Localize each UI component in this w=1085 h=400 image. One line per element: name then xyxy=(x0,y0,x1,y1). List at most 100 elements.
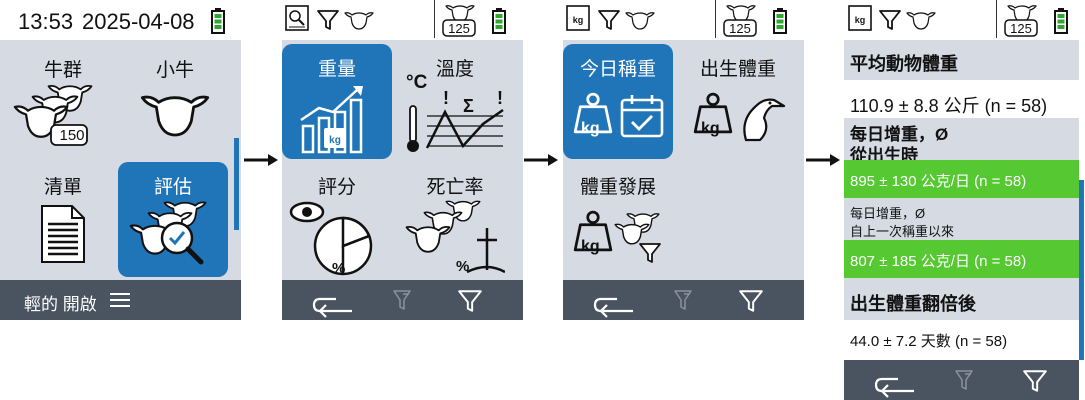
evaluation-grid: 重量 kg 溫度 °C ! Σ ! xyxy=(282,40,523,280)
percent-symbol: % xyxy=(332,260,346,277)
daily-gain-birth-title: 每日增重，Ø xyxy=(850,125,949,144)
daily-gain-last-value-text: 807 ± 185 公克/日 (n = 58) xyxy=(850,253,1027,270)
tile-birth-weight[interactable]: 出生體重 kg xyxy=(683,44,793,159)
daily-gain-last-title: 每日增重，Ø xyxy=(850,206,926,221)
menu-grid: 牛群 150 小牛 清單 xyxy=(0,40,241,280)
svg-text:kg: kg xyxy=(573,15,584,25)
daily-gain-birth-value-text: 895 ± 130 公克/日 (n = 58) xyxy=(850,173,1027,190)
light-toggle-button[interactable]: 輕的 開啟 xyxy=(24,295,97,314)
kg-label: kg xyxy=(581,120,600,137)
weight-stork-icon xyxy=(693,92,786,142)
cow-filter-icon xyxy=(906,9,936,31)
avg-weight-title: 平均動物體重 xyxy=(850,54,958,74)
scrollbar-results[interactable] xyxy=(1079,180,1084,360)
weight-chart-icon: kg xyxy=(300,86,363,154)
results-list: 平均動物體重 110.9 ± 8.8 公斤 (n = 58) 每日增重，Ø 從出… xyxy=(844,40,1079,360)
bottom-bar xyxy=(563,280,804,320)
tile-todays-weighing-label: 今日稱重 xyxy=(579,59,656,80)
back-arrow-icon[interactable] xyxy=(874,368,918,398)
filter-icon xyxy=(878,8,902,32)
tile-todays-weighing[interactable]: 今日稱重 kg xyxy=(563,44,673,159)
tile-weight-development-label: 體重發展 xyxy=(579,177,656,198)
arrow-right-icon xyxy=(244,154,278,166)
weight-development-icon xyxy=(573,210,661,263)
tile-calf-label: 小牛 xyxy=(155,60,194,81)
cow-filter-icon xyxy=(625,9,655,31)
tile-list[interactable]: 清單 xyxy=(8,162,118,277)
animal-count-icon xyxy=(1004,5,1038,37)
filter-remove-icon[interactable] xyxy=(952,368,976,392)
herd-count-badge: 150 xyxy=(59,127,85,144)
weight-calendar-icon xyxy=(573,92,664,138)
tile-temperature-label: 溫度 xyxy=(435,59,474,80)
daily-gain-last-subtitle: 自上一次稱重以來 xyxy=(850,224,955,239)
percent-symbol: % xyxy=(456,258,470,275)
status-bar: kg 125 xyxy=(844,0,1085,40)
filter-button-icon[interactable] xyxy=(1022,368,1048,394)
avg-weight-header: 平均動物體重 xyxy=(844,40,1079,80)
thermometer-chart-icon: ! Σ ! xyxy=(407,88,504,152)
tile-birth-weight-label: 出生體重 xyxy=(699,59,776,80)
tile-weight-development[interactable]: 體重發展 kg xyxy=(563,162,673,277)
svg-text:Σ: Σ xyxy=(463,96,474,116)
svg-text:kg: kg xyxy=(329,135,341,146)
status-divider xyxy=(996,0,997,38)
avg-weight-value: 110.9 ± 8.8 公斤 (n = 58) xyxy=(850,96,1048,116)
tile-evaluation[interactable]: 評估 xyxy=(118,162,228,277)
svg-text:!: ! xyxy=(497,88,503,108)
tile-evaluation-label: 評估 xyxy=(153,177,192,198)
tile-scoring[interactable]: 評分 % xyxy=(282,162,392,277)
calf-icon xyxy=(140,90,210,138)
filter-remove-icon[interactable] xyxy=(671,288,695,312)
tile-calf[interactable]: 小牛 xyxy=(120,45,230,160)
herd-icon xyxy=(13,84,93,146)
tile-list-label: 清單 xyxy=(43,177,82,198)
clock-date: 2025-04-08 xyxy=(82,9,195,34)
back-arrow-icon[interactable] xyxy=(312,288,356,318)
tile-weight[interactable]: 重量 kg xyxy=(282,44,392,159)
filter-icon xyxy=(316,8,340,32)
svg-text:!: ! xyxy=(443,88,449,108)
document-list-icon xyxy=(41,205,85,263)
screen-main-menu: 13:53 2025-04-08 牛群 150 小牛 清單 xyxy=(0,0,241,320)
battery-icon xyxy=(211,8,225,34)
status-bar: kg 125 xyxy=(563,0,804,40)
tile-temperature[interactable]: 溫度 °C ! Σ ! xyxy=(400,44,510,159)
screen-weight: kg 125 今日稱重 kg 出生體重 xyxy=(563,0,804,320)
filter-button-icon[interactable] xyxy=(457,288,483,314)
cow-filter-icon xyxy=(344,9,374,31)
status-divider xyxy=(715,0,716,38)
tile-weight-label: 重量 xyxy=(317,59,356,80)
filter-remove-icon[interactable] xyxy=(390,288,414,312)
bottom-bar xyxy=(844,360,1079,400)
battery-icon xyxy=(773,8,787,34)
daily-gain-last-header: 每日增重，Ø 自上一次稱重以來 xyxy=(844,198,1079,240)
kg-label: kg xyxy=(701,120,720,137)
status-bar: 13:53 2025-04-08 xyxy=(0,0,241,40)
animal-count-icon xyxy=(723,5,757,37)
weight-mode-icon: kg xyxy=(566,5,590,31)
filter-icon xyxy=(597,8,621,32)
daily-gain-last-value: 807 ± 185 公克/日 (n = 58) xyxy=(844,240,1079,278)
menu-hamburger-icon[interactable] xyxy=(110,292,130,308)
evaluation-search-icon xyxy=(129,201,207,265)
screen-weight-results: kg 125 平均動物體重 110.9 ± 8.8 公斤 (n = 58) 每日… xyxy=(844,0,1085,400)
scrollbar-screen1[interactable] xyxy=(234,138,239,230)
status-bar: 125 xyxy=(282,0,523,40)
tile-herd[interactable]: 牛群 150 xyxy=(8,45,118,160)
back-arrow-icon[interactable] xyxy=(593,288,637,318)
battery-icon xyxy=(1054,8,1068,34)
tile-mortality-label: 死亡率 xyxy=(426,177,484,198)
animal-count: 125 xyxy=(1010,21,1032,36)
battery-icon xyxy=(492,8,506,34)
arrow-right-icon xyxy=(524,154,558,166)
tile-herd-label: 牛群 xyxy=(43,60,82,81)
clock-time: 13:53 xyxy=(18,9,74,34)
tile-mortality[interactable]: 死亡率 % xyxy=(400,162,510,277)
animal-count-icon xyxy=(442,5,476,37)
birth-weight-double-header: 出生體重翻倍後 xyxy=(844,278,1079,320)
eye-pie-chart-icon xyxy=(289,201,373,276)
birth-weight-double-title: 出生體重翻倍後 xyxy=(850,294,976,314)
filter-button-icon[interactable] xyxy=(738,288,764,314)
screen-evaluation: 125 重量 kg 溫度 °C xyxy=(282,0,523,320)
